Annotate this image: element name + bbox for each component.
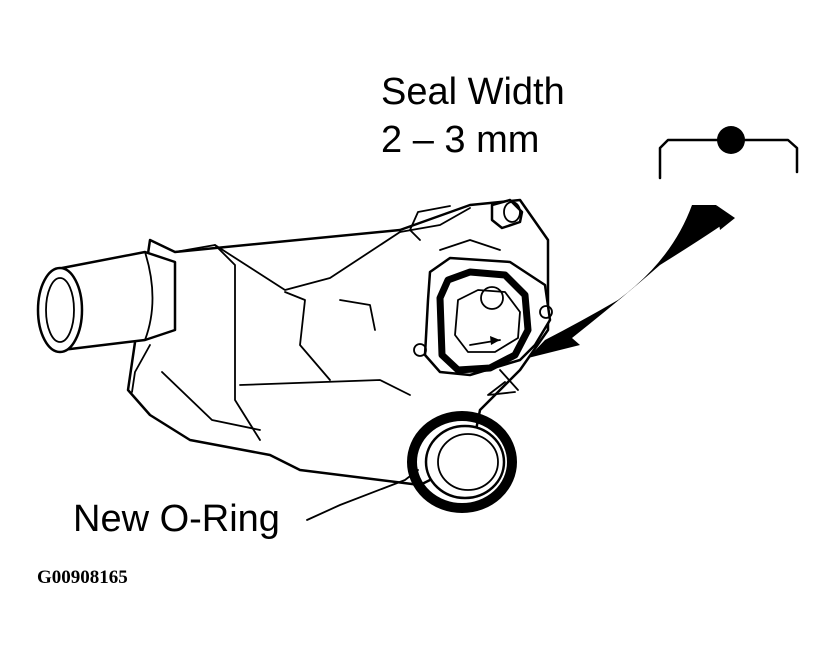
left-outlet-pipe <box>36 250 177 354</box>
top-nipple <box>490 198 524 230</box>
o-ring-leader-line <box>306 469 419 521</box>
seal-width-value: 2 – 3 mm <box>381 119 540 161</box>
seal-width-pointers <box>469 336 519 396</box>
flange-seal-bead <box>436 268 532 374</box>
curved-arrow-icon <box>528 205 735 358</box>
o-ring-label: New O-Ring <box>73 498 280 540</box>
figure-id: G00908165 <box>37 567 128 588</box>
seal-width-label: Seal Width <box>381 71 565 113</box>
lower-o-ring-port <box>407 411 517 513</box>
apply-point-icon <box>658 126 799 180</box>
